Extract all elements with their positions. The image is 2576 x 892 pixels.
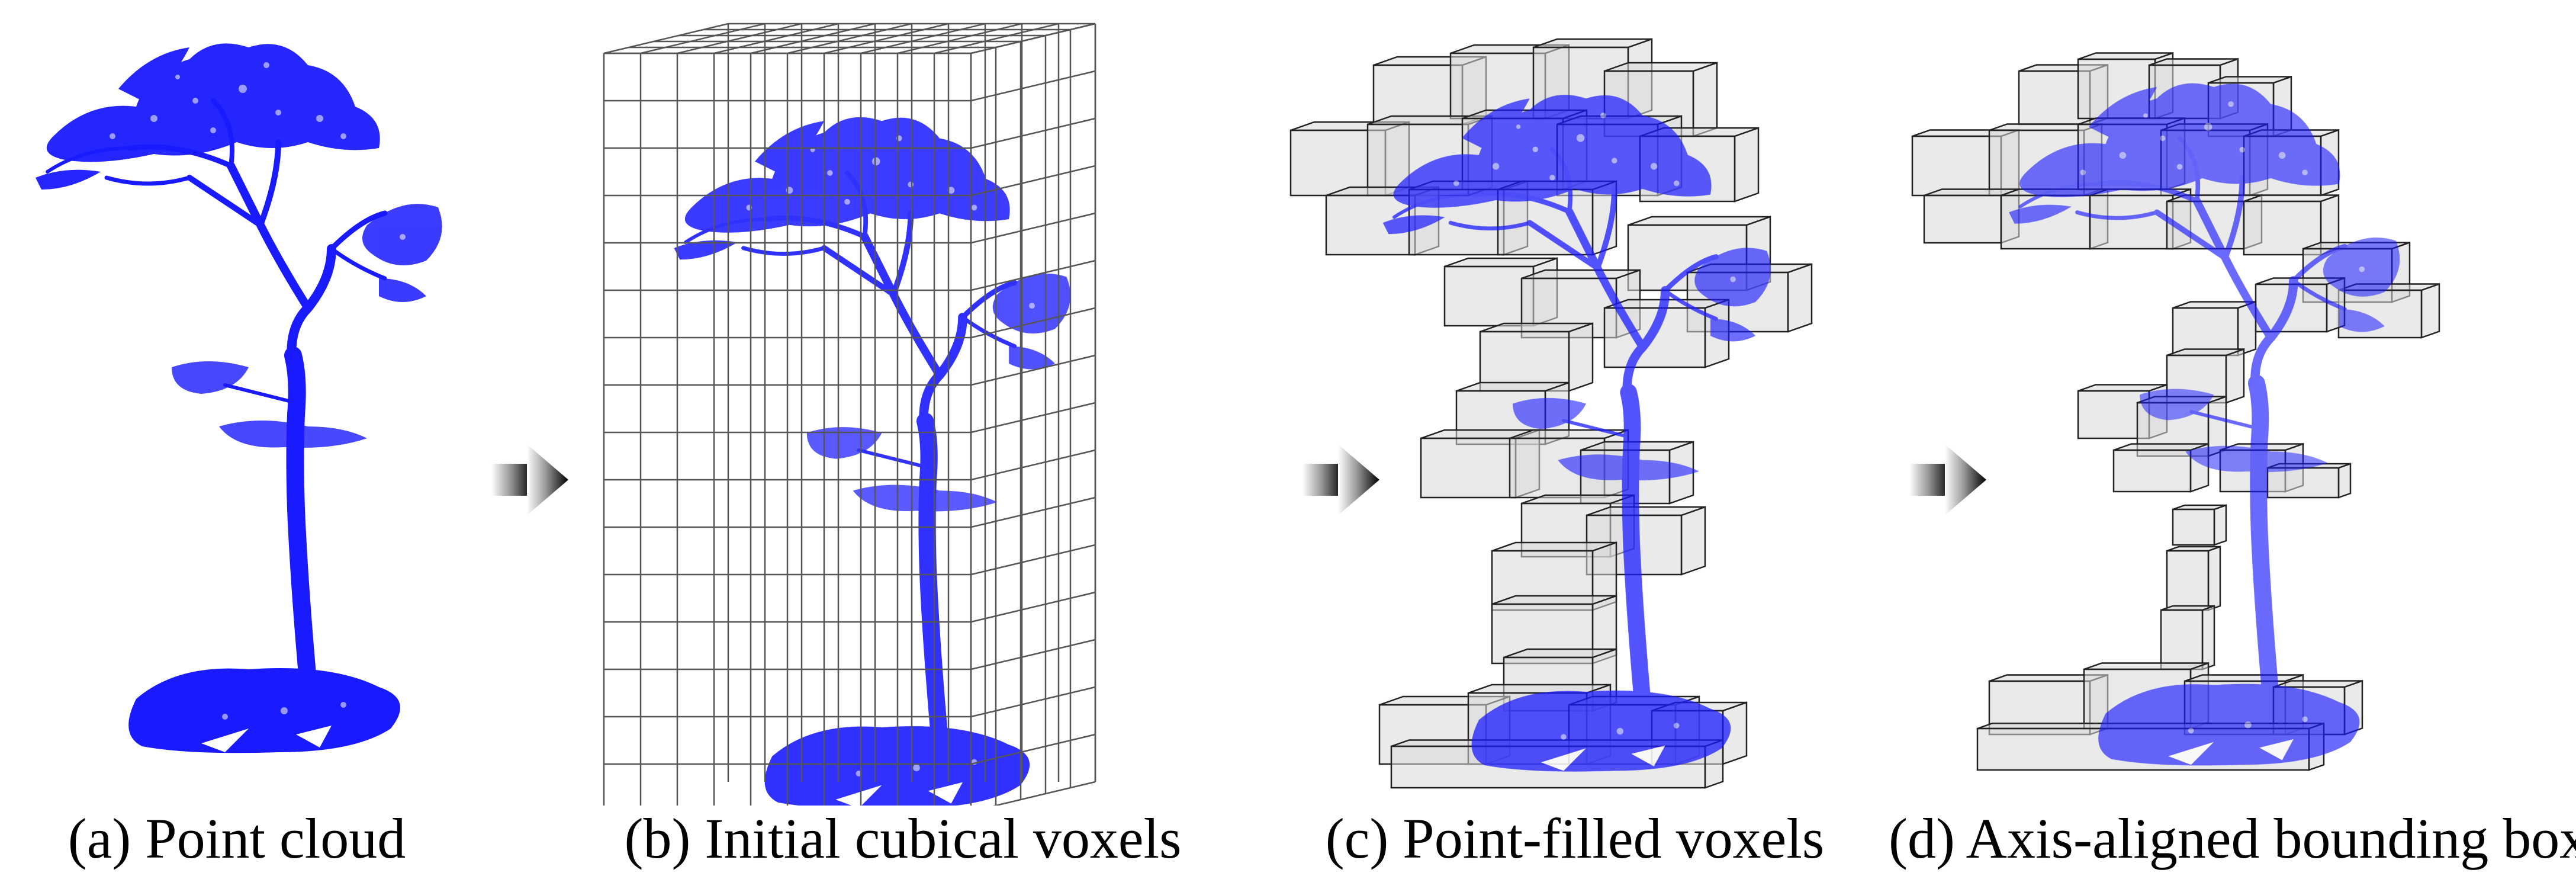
caption-b: (b) Initial cubical voxels: [624, 807, 1182, 870]
point-filled-voxels: [1289, 38, 1813, 789]
panel-a: (a) Point cloud: [0, 0, 474, 892]
voxel-grid-lines: [603, 23, 1096, 806]
right-arrow-icon: [1909, 444, 1986, 515]
point-cloud-tree: [0, 0, 474, 770]
panel-d: (d) Axis-aligned bounding box: [1889, 0, 2576, 892]
caption-c: (c) Point-filled voxels: [1325, 807, 1825, 870]
right-arrow-icon: [491, 444, 568, 515]
caption-a: (a) Point cloud: [67, 807, 406, 870]
cubical-voxel-grid: [603, 23, 1096, 806]
axis-aligned-bounding-boxes: [1911, 52, 2440, 806]
caption-d: (d) Axis-aligned bounding box: [1889, 807, 2576, 870]
right-arrow-icon: [1303, 444, 1379, 515]
panel-c: (c) Point-filled voxels: [1273, 0, 1877, 892]
panel-b: (b) Initial cubical voxels: [562, 0, 1243, 892]
